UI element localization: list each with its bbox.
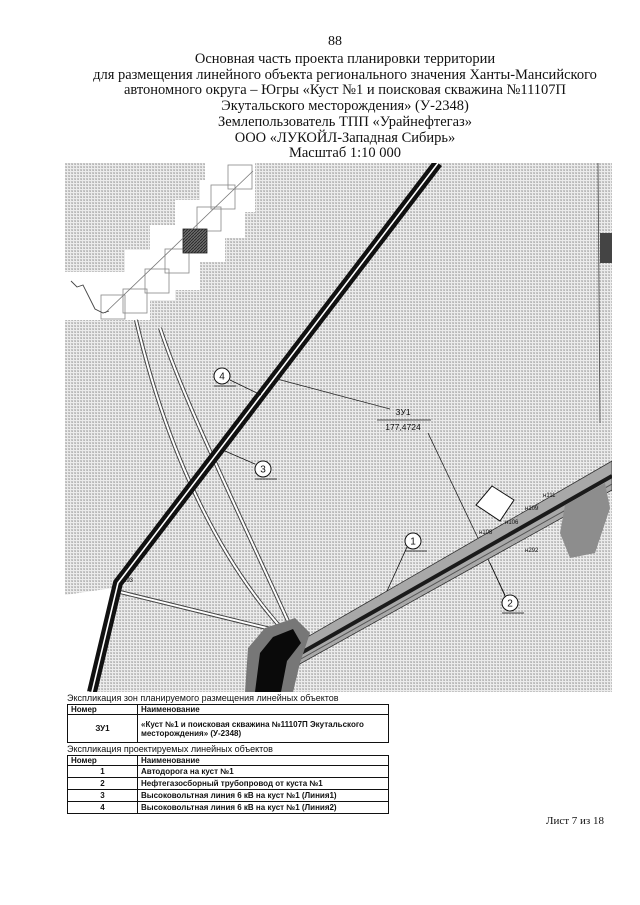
point-label: н292 [525,548,539,554]
inset-grid-square [164,248,190,274]
point-label: н106 [505,520,519,526]
inset-grid-square [122,288,148,314]
page-number: 88 [328,34,342,49]
inset-grid-square [210,184,236,210]
table-row: 3 Высоковольтная линия 6 кВ на куст №1 (… [67,789,389,802]
point-label: н108 [479,530,493,536]
header-number: Номер [67,755,138,766]
dark-area [255,629,301,692]
row-number: 4 [67,801,138,814]
header-name: Наименование [137,704,389,715]
right-boundary-line [597,163,601,424]
title-line: Экутальского месторождения» (У-2348) [221,98,469,115]
company-line: ООО «ЛУКОЙЛ-Западная Сибирь» [234,129,456,146]
inset-route-line [104,170,254,314]
right-dark-patch [600,233,612,263]
title-line: для размещения линейного объекта региона… [93,66,597,83]
inset-grid [100,164,253,320]
inset-highlighted-square [182,228,208,254]
zones-table: Номер Наименование ЗУ1 «Куст №1 и поиско… [67,704,389,743]
header-name: Наименование [137,755,389,766]
table-header-row: Номер Наименование [67,704,389,715]
table-header-row: Номер Наименование [67,755,389,766]
corridor-edge-line [282,483,612,670]
location-inset [65,163,255,320]
objects-table: Номер Наименование 1 Автодорога на куст … [67,755,389,814]
marker-4: 4 [213,367,262,396]
zone-label: ЗУ1 [395,407,410,417]
point-label: н109 [525,506,539,512]
row-name: Высоковольтная линия 6 кВ на куст №1 (Ли… [137,801,389,814]
thin-line-a [134,319,285,632]
point-label: н93 [123,578,134,584]
header-number: Номер [67,704,138,715]
row-number: 1 [67,765,138,778]
marker-1-label: 1 [410,537,416,548]
row-name: Высоковольтная линия 6 кВ на куст №1 (Ли… [137,789,389,802]
table-row: 1 Автодорога на куст №1 [67,765,389,778]
row-number: ЗУ1 [67,714,138,743]
thick-black-linear-object [87,163,442,692]
zone-area: 177,4724 [385,422,421,432]
marker-1: 1 [386,532,427,592]
row-name: Автодорога на куст №1 [137,765,389,778]
inset-grid-square [100,294,126,320]
inset-grid-square [196,206,222,232]
row-name: «Куст №1 и поисковая скважина №11107П Эк… [137,714,389,743]
well-pad [475,485,515,522]
marker-3: 3 [224,450,277,480]
inset-grid-square [227,164,253,190]
objects-table-caption: Экспликация проектируемых линейных объек… [67,744,273,754]
marker-4-label: 4 [219,372,225,383]
table-row: 4 Высоковольтная линия 6 кВ на куст №1 (… [67,801,389,814]
planning-map: ЗУ1 177,4724 4 3 1 2 н93 н111 н109 н108 … [65,163,612,692]
point-label: н111 [543,493,556,499]
scale-line: Масштаб 1:10 000 [288,145,402,162]
marker-2-label: 2 [507,599,513,610]
marker-2: 2 [489,562,524,614]
table-row: 2 Нефтегазосборный трубопровод от куста … [67,777,389,790]
map-texture-background [65,163,612,692]
corridor-side-area [560,483,610,558]
road-connector [119,590,288,635]
sheet-number: Лист 7 из 18 [546,815,605,827]
row-number: 3 [67,789,138,802]
title-line: Основная часть проекта планировки террит… [194,51,496,67]
unhatched-area [65,588,113,692]
inset-route-squiggle [70,280,110,314]
corridor-pipeline [286,474,612,663]
land-user-line: Землепользователь ТПП «Урайнефтегаз» [217,113,473,130]
row-name: Нефтегазосборный трубопровод от куста №1 [137,777,389,790]
inset-grid-square [144,268,170,294]
row-number: 2 [67,777,138,790]
title-line: автономного округа – Югры «Куст №1 и пои… [123,82,567,99]
document-title: Основная часть проекта планировки террит… [60,51,630,162]
marker-3-label: 3 [260,465,266,476]
table-row: ЗУ1 «Куст №1 и поисковая скважина №11107… [67,714,389,743]
zones-table-caption: Экспликация зон планируемого размещения … [67,693,339,703]
